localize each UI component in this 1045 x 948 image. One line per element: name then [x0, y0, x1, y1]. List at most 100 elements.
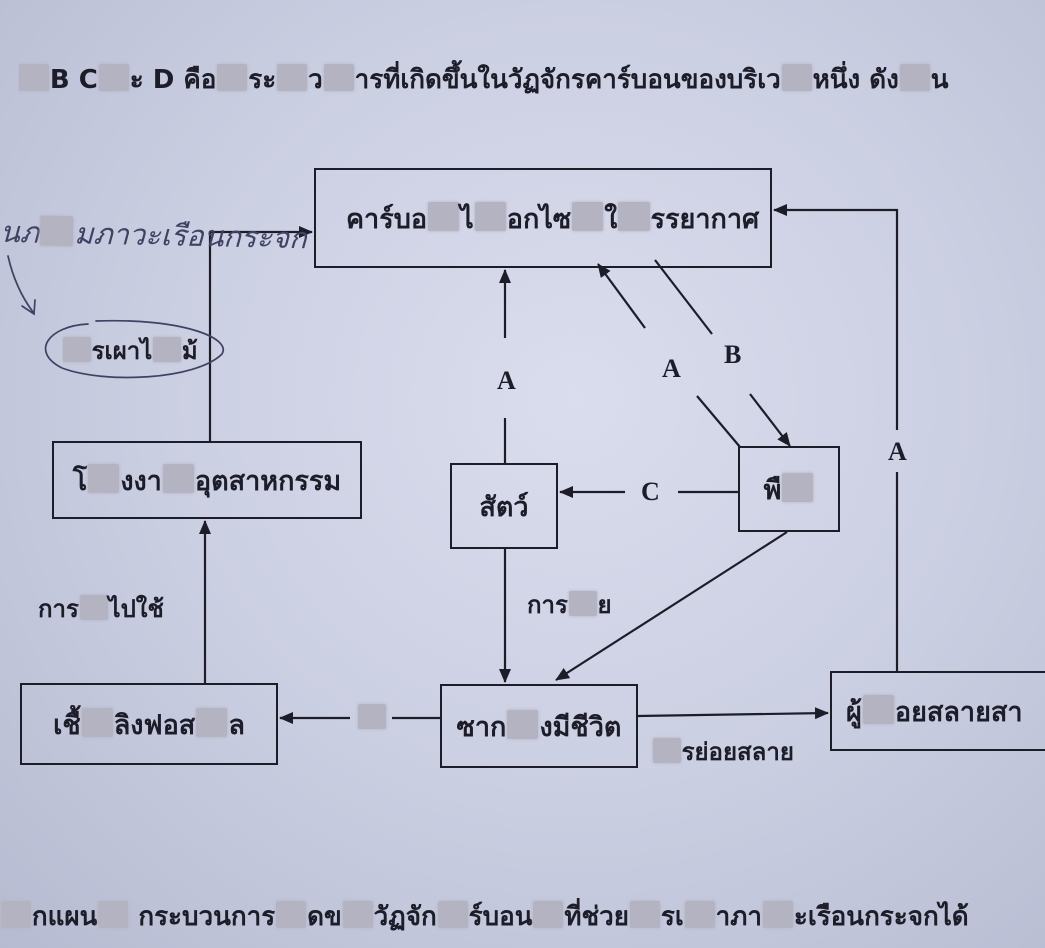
handwritten-note: นภมภาวะเรือนกระจก	[0, 209, 307, 261]
co2-atmosphere-label: คาร์บอไอกไซใรรยากาศ	[346, 197, 759, 240]
text-segment: หนึ่ง ดัง	[812, 65, 899, 95]
redaction-box	[79, 594, 108, 620]
redaction-box	[1, 900, 31, 929]
text-segment: อกไซ	[506, 203, 572, 235]
fossil-fuel-label: เชื้ลิงฟอสล	[53, 703, 245, 746]
redaction-box	[323, 63, 354, 92]
circled-text: รเผาไม้	[62, 331, 212, 371]
redaction-box	[507, 710, 539, 739]
redaction-box	[762, 900, 793, 929]
handwritten-arrow-icon	[7, 255, 34, 313]
arrow-decomposer-to-co2-upper	[773, 204, 899, 430]
text-segment: อยสลายสา	[894, 696, 1023, 728]
redaction-box	[781, 63, 812, 92]
text-segment: อุตสาหกรรม	[194, 465, 342, 497]
organic-remains-label: ซาก งมีชีวิต	[456, 705, 622, 748]
text-segment: ดข	[307, 902, 342, 932]
redaction-box	[277, 63, 308, 92]
handwritten-arrowhead-icon	[21, 299, 36, 316]
redaction-box	[88, 464, 120, 493]
text-segment: โ	[72, 465, 88, 497]
redaction-box	[276, 900, 307, 929]
text-segment: รย่อยสลาย	[681, 738, 794, 766]
text-segment: ที่ช่วย	[564, 902, 629, 932]
redaction-box	[653, 737, 681, 763]
text-segment: ซาก	[456, 711, 507, 743]
text-segment: ะ D คือ	[129, 65, 217, 95]
redaction-box	[19, 63, 49, 92]
redaction-box	[782, 473, 814, 502]
text-segment: รเผาไ	[91, 337, 153, 365]
redaction-box	[358, 703, 386, 729]
redaction-box	[618, 202, 650, 231]
animal-label: สัตว์	[479, 485, 528, 528]
label-remains-to-fossil	[357, 701, 387, 735]
industry-label: โ งงา อุตสาหกรรม	[73, 459, 341, 502]
redaction-box	[572, 202, 604, 231]
text-segment: พื	[763, 474, 782, 506]
text-segment: มภาวะเรือนกระจก	[73, 216, 307, 256]
redaction-box	[196, 708, 228, 737]
redaction-box	[474, 202, 506, 231]
text-segment: การ	[38, 595, 79, 623]
redaction-box	[533, 900, 564, 929]
redaction-box	[862, 695, 894, 724]
text-segment: รเ	[660, 902, 684, 932]
text-segment: การ	[527, 591, 568, 619]
redaction-box	[63, 336, 91, 362]
arrow-industry-to-co2	[208, 226, 313, 441]
text-segment: คาร์บอ	[346, 203, 428, 235]
redaction-box	[81, 708, 113, 737]
redaction-box	[437, 900, 468, 929]
redaction-box	[899, 63, 930, 92]
text-segment: น	[930, 65, 949, 95]
plant-box: พื	[738, 446, 840, 532]
text-segment: รรยากาศ	[650, 203, 760, 235]
text-segment: ไปใช้	[108, 595, 164, 623]
label-death: การ ย	[527, 588, 612, 622]
process-label-b: B	[724, 340, 742, 369]
co2-atmosphere-box: คาร์บอไอกไซใรรยากาศ	[314, 168, 772, 268]
text-segment: งงา	[120, 465, 162, 497]
arrow-co2-to-plant-lower	[749, 393, 791, 447]
text-segment: ระ	[248, 65, 277, 95]
decomposer-label: ผู้ อยสลายสา	[846, 690, 1023, 733]
text-segment: ไ	[460, 203, 474, 235]
fossil-fuel-box: เชื้ลิงฟอสล	[20, 683, 278, 765]
arrow-plant-to-co2-lower	[696, 395, 741, 448]
arrow-remains-to-decomposer	[637, 707, 829, 720]
question-line: กแผน กระบวนการดขวัฏจักร์บอนที่ช่วยรเาภาะ…	[0, 897, 1045, 937]
process-label-a-plant: A	[662, 354, 681, 383]
text-segment: B C	[49, 65, 98, 95]
text-segment: กระบวนการ	[129, 902, 276, 932]
text-segment: าภา	[715, 902, 762, 932]
redaction-box	[428, 202, 460, 231]
redaction-box	[342, 900, 373, 929]
redaction-box	[629, 900, 660, 929]
arrow-plant-to-co2-upper	[597, 263, 646, 329]
redaction-box	[162, 464, 194, 493]
text-segment: ล	[228, 709, 245, 741]
redaction-box	[98, 900, 129, 929]
text-segment: ว	[308, 65, 323, 95]
text-segment: ลิงฟอส	[113, 709, 196, 741]
text-segment: กแผน	[31, 902, 98, 932]
text-segment: ย	[597, 591, 612, 619]
text-segment: ร์บอน	[468, 902, 533, 932]
text-segment: ผู้	[846, 696, 862, 728]
redaction-box	[39, 215, 74, 247]
text-segment: งมีชีวิต	[539, 711, 622, 743]
organic-remains-box: ซาก งมีชีวิต	[440, 684, 638, 768]
label-decomposition: รย่อยสลาย	[652, 735, 794, 769]
decomposer-box: ผู้ อยสลายสา	[830, 671, 1045, 751]
process-label-a-decomposer: A	[888, 437, 907, 466]
process-label-a-animal: A	[497, 366, 516, 395]
plant-label: พื	[764, 468, 815, 511]
animal-box: สัตว์	[450, 463, 558, 549]
redaction-box	[684, 900, 715, 929]
text-segment: ะเรือนกระจกได้	[793, 902, 969, 932]
redaction-box	[98, 63, 129, 92]
arrow-co2-to-plant-upper	[654, 259, 713, 335]
